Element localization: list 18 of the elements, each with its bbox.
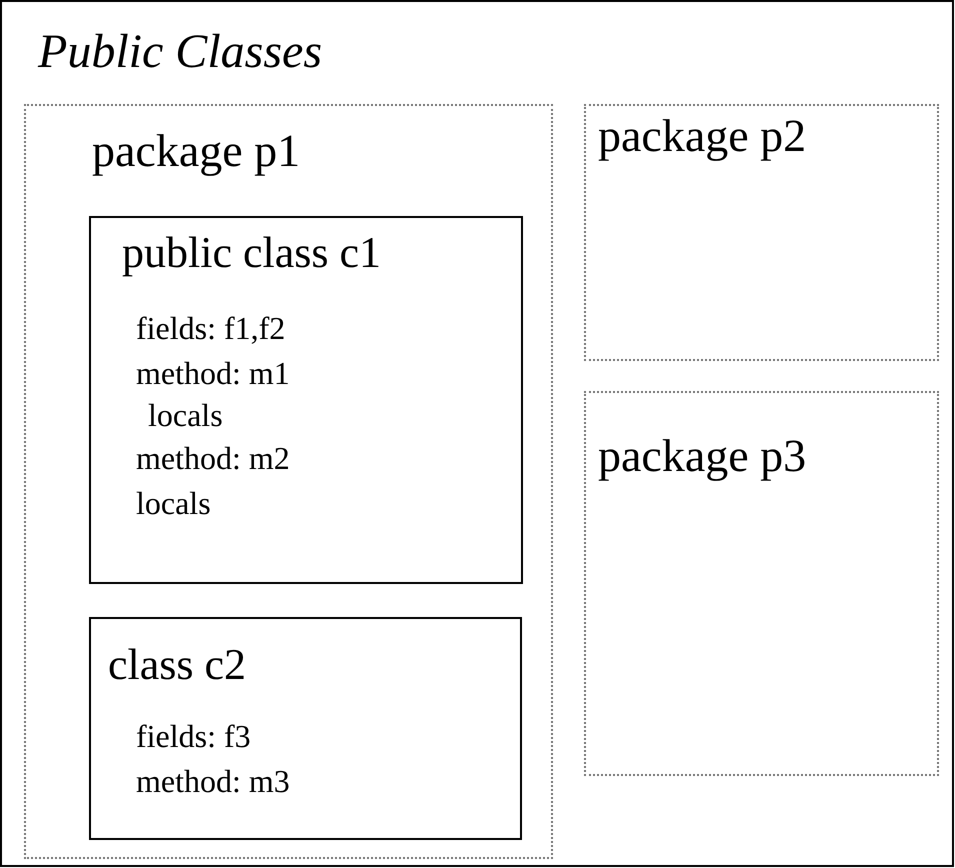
member-text: fields: f1,f2	[136, 312, 286, 344]
heading: class c2	[108, 643, 246, 687]
member-text: locals	[148, 399, 223, 431]
member-text: locals	[136, 487, 211, 519]
package-panel	[584, 391, 939, 776]
package-panel	[584, 104, 939, 361]
heading: package p3	[598, 433, 806, 479]
heading: package p2	[598, 113, 806, 159]
member-text: method: m2	[136, 442, 290, 474]
member-text: fields: f3	[136, 720, 251, 752]
class-box	[89, 216, 523, 584]
member-text: method: m3	[136, 765, 290, 797]
heading: Public Classes	[38, 28, 322, 76]
package-panel	[24, 104, 553, 859]
class-box	[89, 617, 522, 840]
member-text: method: m1	[136, 357, 290, 389]
heading: public class c1	[122, 231, 382, 275]
heading: package p1	[92, 128, 300, 174]
